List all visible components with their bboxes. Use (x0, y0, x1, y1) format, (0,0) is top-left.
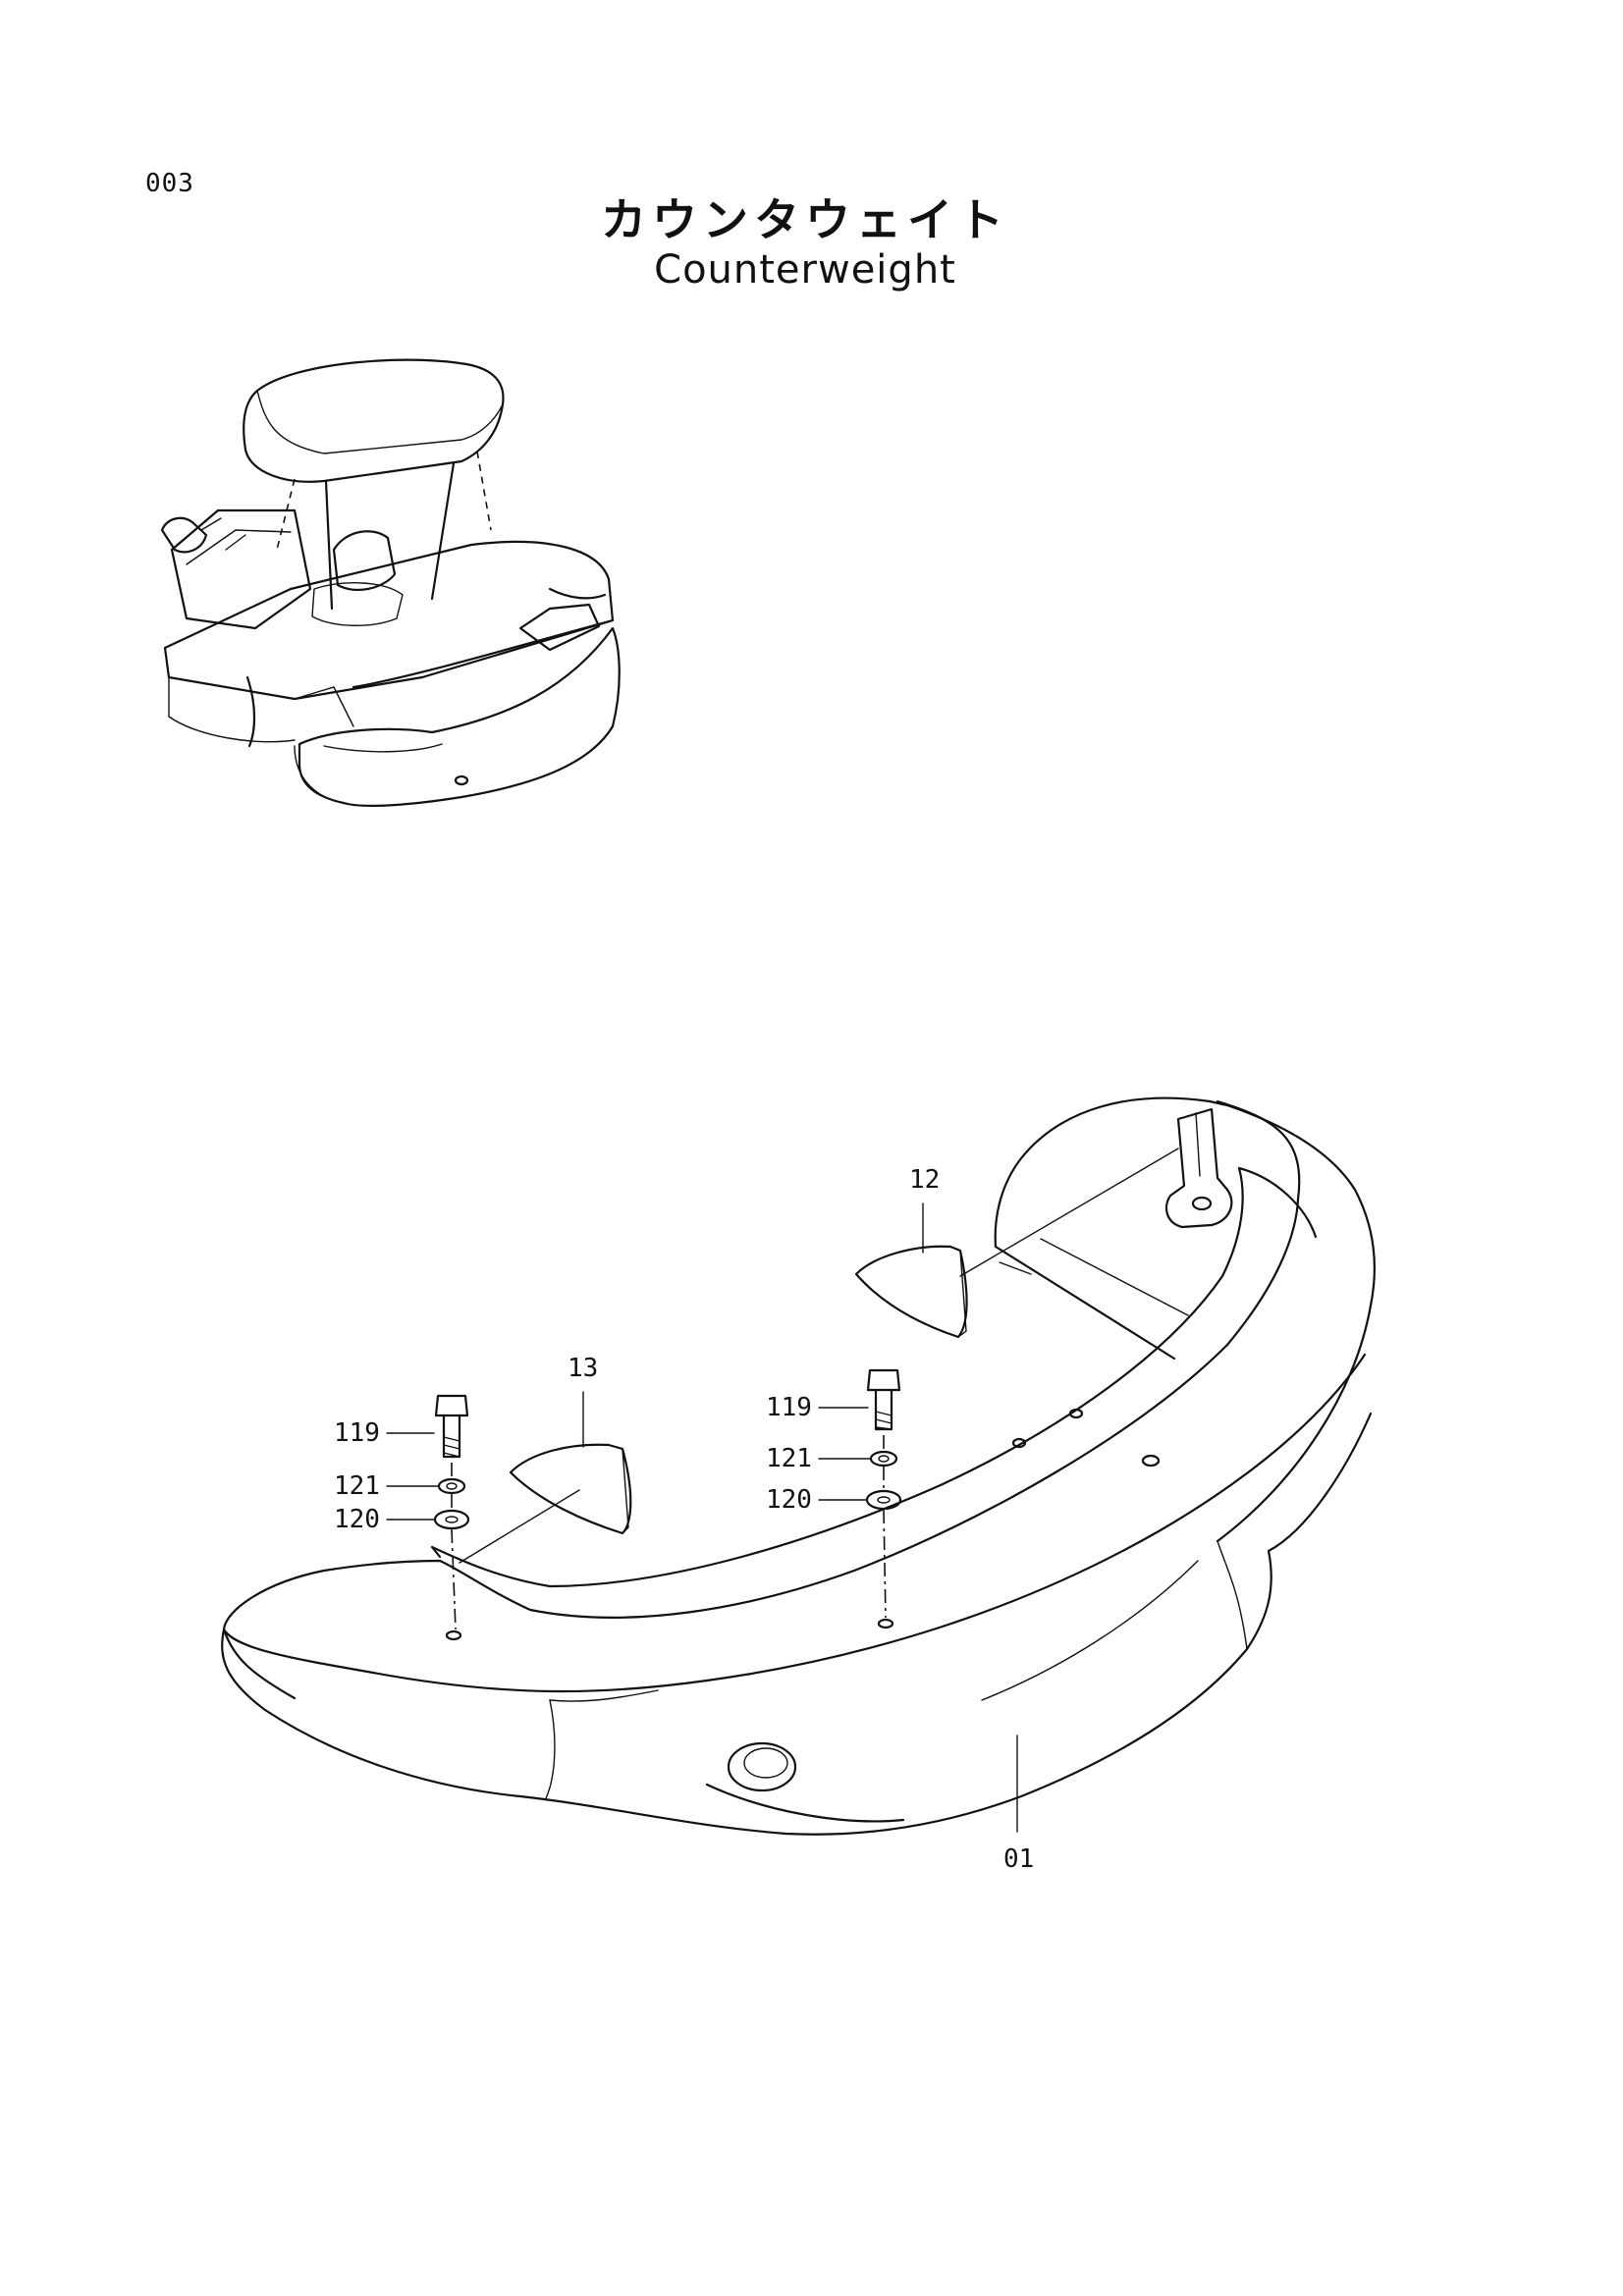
callout-12: 12 (909, 1165, 940, 1195)
page-title-english: Counterweight (654, 247, 956, 293)
callout-13: 13 (568, 1354, 598, 1383)
callout-120-right: 120 (766, 1485, 812, 1515)
bolt-set-left (433, 1394, 470, 1630)
leader-lines (386, 1148, 1179, 1833)
callout-labels: 12 13 119 121 120 119 121 120 01 (334, 1165, 1034, 1874)
bolt-set-right (865, 1368, 902, 1619)
counterweight-body (221, 1096, 1376, 1836)
rubber-pad-12 (854, 1245, 968, 1339)
rubber-pad-13 (509, 1443, 632, 1535)
callout-119-left: 119 (334, 1418, 380, 1448)
callout-01: 01 (1003, 1844, 1034, 1874)
callout-121-right: 121 (766, 1444, 812, 1473)
callout-119-right: 119 (766, 1393, 812, 1422)
callout-121-left: 121 (334, 1471, 380, 1501)
page-title-japanese: カウンタウェイト (601, 193, 1009, 246)
overview-machine-illustration (160, 358, 621, 807)
callout-120-left: 120 (334, 1505, 380, 1534)
page-code: 003 (145, 169, 194, 198)
